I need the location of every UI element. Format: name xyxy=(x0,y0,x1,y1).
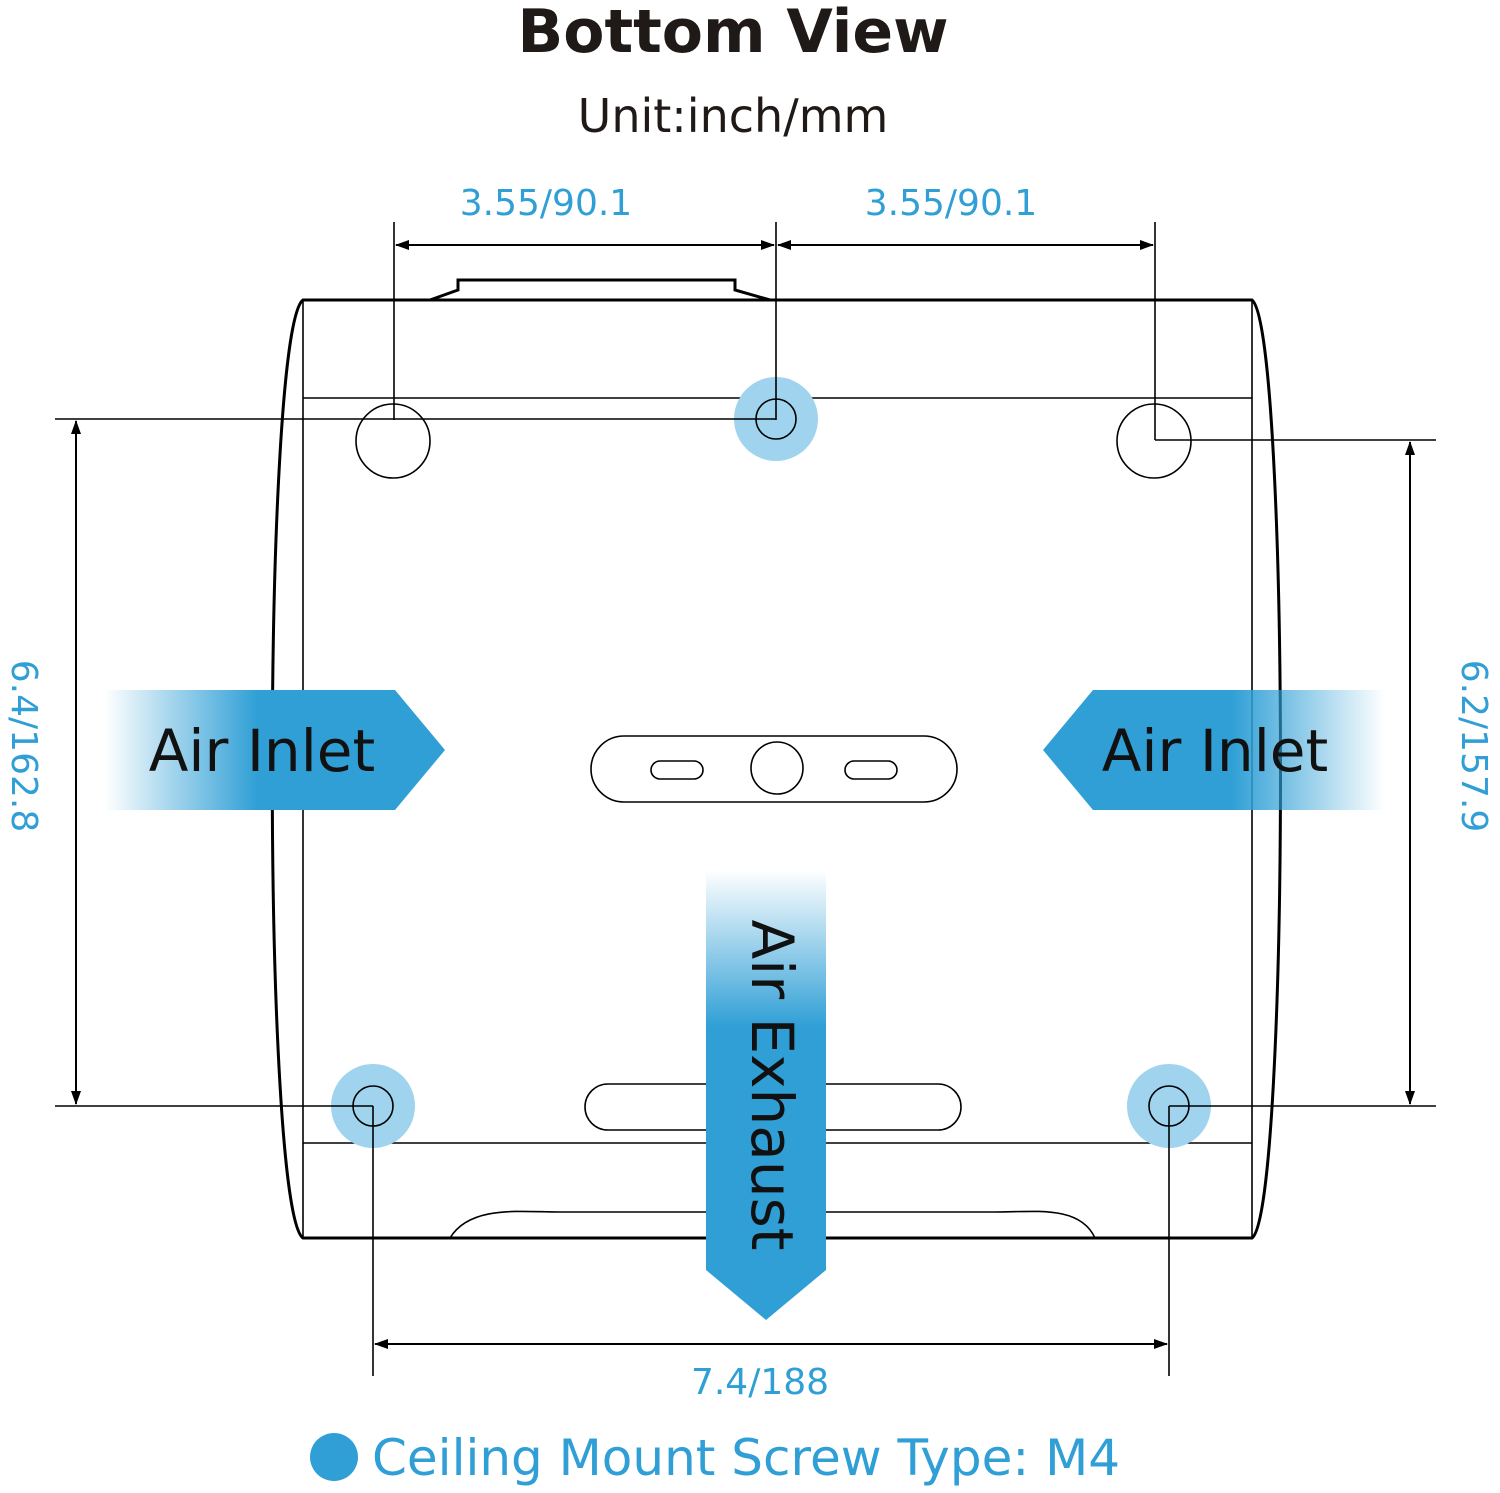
dim-label-bottom-width: 7.4/188 xyxy=(691,1362,829,1403)
air-inlet-left-label: Air Inlet xyxy=(149,717,375,785)
air-exhaust-arrow: Air Exhaust xyxy=(706,870,826,1320)
dim-label-top-left: 3.55/90.1 xyxy=(460,183,632,224)
air-inlet-left-arrow: Air Inlet xyxy=(105,690,445,810)
foot-top-right xyxy=(1116,403,1192,479)
dim-label-left-height: 6.4/162.8 xyxy=(3,660,44,832)
legend-label: Ceiling Mount Screw Type: M4 xyxy=(372,1429,1120,1487)
extension-lines xyxy=(55,222,1436,1376)
legend-dot-icon xyxy=(310,1433,358,1481)
unit-subtitle: Unit:inch/mm xyxy=(578,89,889,143)
air-exhaust-label: Air Exhaust xyxy=(738,919,806,1250)
legend: Ceiling Mount Screw Type: M4 xyxy=(310,1429,1120,1487)
air-inlet-right-label: Air Inlet xyxy=(1102,717,1328,785)
dim-label-top-right: 3.55/90.1 xyxy=(865,183,1037,224)
air-inlet-right-arrow: Air Inlet xyxy=(1043,690,1385,810)
foot-top-left xyxy=(355,403,431,479)
page-title: Bottom View xyxy=(517,0,948,67)
dim-label-right-height: 6.2/157.9 xyxy=(1453,660,1494,832)
center-port-panel xyxy=(590,735,958,803)
